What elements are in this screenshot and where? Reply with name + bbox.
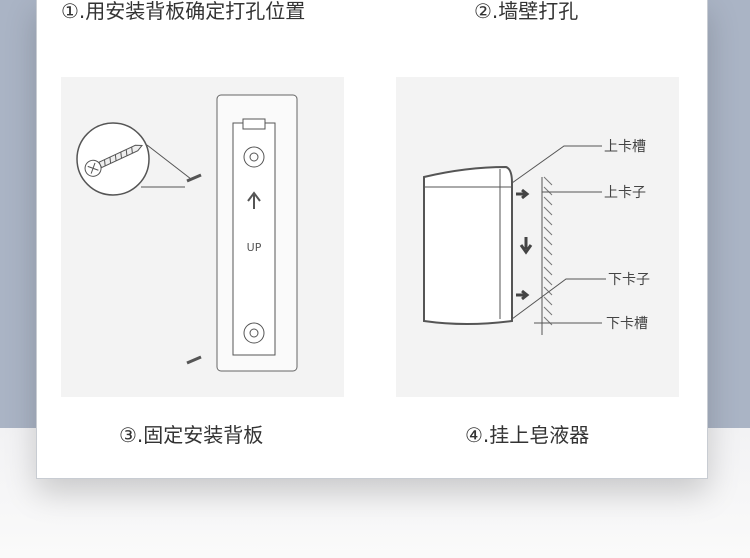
arrow-down-icon <box>519 237 533 255</box>
label-lower-clip: 下卡子 <box>608 272 650 288</box>
arrow-right-icon <box>516 188 530 200</box>
label-upper-slot: 上卡槽 <box>604 139 646 155</box>
step-3-diagram: UP <box>61 77 344 397</box>
step-2-caption: ②.墙壁打孔 <box>474 0 579 23</box>
screw-icon <box>84 144 144 177</box>
up-arrow-icon <box>247 191 261 209</box>
label-lower-slot: 下卡槽 <box>606 316 648 332</box>
small-screw-bottom <box>186 355 202 365</box>
up-marking: UP <box>247 241 262 254</box>
step-4-diagram: 上卡槽 上卡子 下卡子 下卡槽 <box>396 77 679 397</box>
dispenser <box>423 165 513 325</box>
label-upper-clip: 上卡子 <box>604 185 646 201</box>
instruction-card: ①.用安装背板确定打孔位置 ②.墙壁打孔 UP <box>36 0 708 479</box>
small-screw-top <box>186 173 202 183</box>
step-1-caption: ①.用安装背板确定打孔位置 <box>61 0 306 23</box>
step-3-caption: ③.固定安装背板 <box>119 423 264 447</box>
arrow-right-icon <box>516 289 530 301</box>
step-4-caption: ④.挂上皂液器 <box>465 423 590 447</box>
wall-hatching <box>543 176 553 326</box>
